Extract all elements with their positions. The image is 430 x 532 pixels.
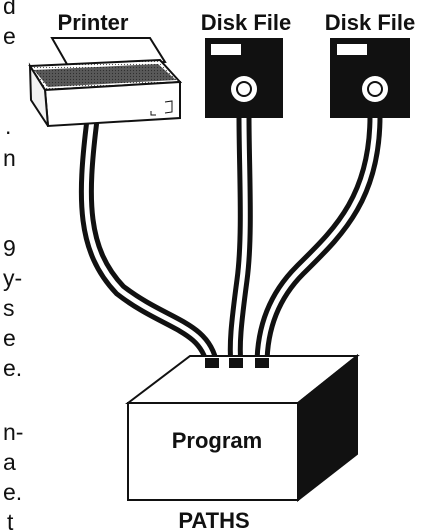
printer-illustration xyxy=(30,38,180,126)
edge-text-line: y- xyxy=(3,265,22,291)
edge-text-line: 9 xyxy=(3,235,16,261)
disk-file-icon xyxy=(330,38,410,118)
edge-text-line: . xyxy=(5,113,11,139)
edge-text-line: e xyxy=(3,325,16,351)
edge-text-line: t xyxy=(7,509,14,532)
edge-text-line: a xyxy=(3,449,16,475)
disk-file-left-label: Disk File xyxy=(201,10,291,35)
disk-file-icon xyxy=(205,38,283,118)
cable-printer xyxy=(86,120,212,365)
program-label: Program xyxy=(172,428,262,453)
edge-text-line: n- xyxy=(3,419,23,445)
diagram-caption: PATHS xyxy=(178,508,249,532)
edge-text-line: n xyxy=(3,145,16,171)
edge-text-column: d e . n 9 y- s e e. n- a e. t xyxy=(3,0,23,532)
cable-disk-left xyxy=(235,116,245,365)
edge-text-line: d xyxy=(3,0,16,19)
edge-text-line: s xyxy=(3,295,15,321)
edge-text-line: e. xyxy=(3,355,22,381)
disk-file-right-label: Disk File xyxy=(325,10,415,35)
edge-text-line: e xyxy=(3,23,16,49)
cable-disk-right xyxy=(262,116,375,365)
edge-text-line: e. xyxy=(3,479,22,505)
printer-label: Printer xyxy=(58,10,129,35)
